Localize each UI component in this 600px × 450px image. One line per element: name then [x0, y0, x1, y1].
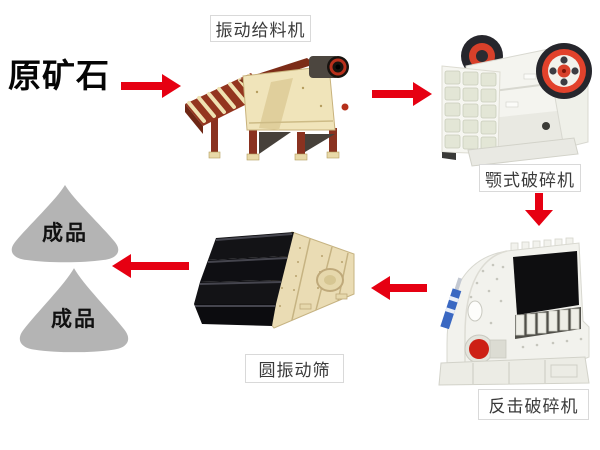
- vibrating-feeder-image: [185, 56, 349, 161]
- arrow-shaft: [535, 193, 543, 210]
- arrow-raw-ore-to-feeder-icon: [121, 73, 181, 98]
- arrow-head: [112, 253, 131, 278]
- product-pile-1: 成品: [7, 184, 123, 263]
- raw-ore-label: 原矿石: [8, 57, 110, 94]
- arrow-screen-to-products-icon: [112, 253, 189, 278]
- arrow-head: [371, 275, 390, 300]
- arrow-head: [413, 81, 432, 106]
- vibrating-feeder-label: 振动给料机: [215, 21, 306, 40]
- pile-shape-icon: [11, 185, 119, 263]
- impact-crusher-label: 反击破碎机: [488, 397, 579, 416]
- arrow-feeder-to-jaw-crusher-icon: [372, 81, 432, 106]
- impact-crusher-image: [438, 237, 590, 386]
- arrow-head: [162, 73, 181, 98]
- circular-vibrating-screen-label-box: 圆振动筛: [245, 354, 344, 383]
- arrow-shaft: [131, 261, 189, 270]
- jaw-crusher-label: 颚式破碎机: [485, 170, 575, 190]
- circular-vibrating-screen-image: [194, 231, 355, 329]
- circular-vibrating-screen-label: 圆振动筛: [258, 361, 331, 380]
- impact-crusher-label-box: 反击破碎机: [478, 389, 589, 420]
- pile-shape-icon: [19, 268, 129, 353]
- product-pile-2-label: 成品: [51, 308, 97, 331]
- arrow-jaw-to-impact-crusher-icon: [525, 193, 553, 226]
- arrow-head: [525, 210, 553, 226]
- jaw-crusher-image: [441, 35, 592, 167]
- jaw-crusher-label-box: 颚式破碎机: [479, 164, 581, 192]
- product-pile-1-label: 成品: [42, 221, 88, 245]
- product-pile-2: 成品: [15, 267, 133, 353]
- arrow-impact-crusher-to-screen-icon: [371, 275, 427, 300]
- arrow-shaft: [121, 81, 162, 90]
- arrow-shaft: [390, 283, 427, 292]
- arrow-shaft: [372, 89, 413, 98]
- vibrating-feeder-label-box: 振动给料机: [210, 15, 311, 42]
